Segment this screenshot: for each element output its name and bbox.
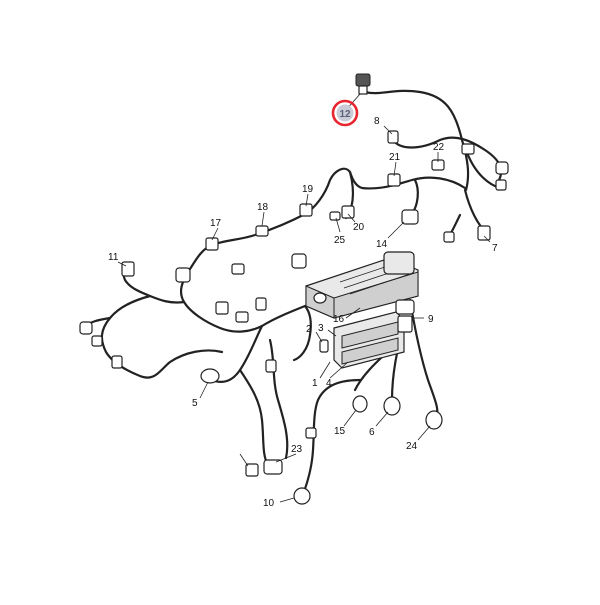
callout-21: 22 [433, 142, 445, 153]
highlight-ring [331, 99, 359, 127]
callout-2: 2 [306, 324, 312, 335]
callout-10: 10 [263, 498, 275, 509]
central-module [305, 251, 419, 319]
fuse-block [333, 299, 415, 369]
callout-17: 18 [257, 202, 269, 213]
callout-11: 11 [108, 252, 119, 263]
callout-20: 21 [389, 152, 401, 163]
callout-22: 23 [291, 444, 303, 455]
callout-18: 19 [302, 184, 314, 195]
callout-labels: 8 22 21 19 18 17 20 25 14 7 11 3 2 16 9 … [108, 116, 498, 509]
callout-15: 16 [333, 314, 345, 325]
callout-14: 15 [334, 426, 346, 437]
callout-5: 5 [192, 398, 198, 409]
harness-wires [82, 78, 503, 498]
callout-9: 9 [428, 314, 434, 325]
highlight-fill [336, 104, 354, 122]
highlighted-callout-12[interactable]: 12 [331, 99, 359, 127]
callout-16: 17 [210, 218, 222, 229]
callout-19: 20 [353, 222, 365, 233]
callout-23: 24 [406, 441, 418, 452]
callout-8: 8 [374, 116, 380, 127]
leader-lines [117, 93, 491, 503]
callout-6: 6 [369, 427, 375, 438]
callout-12: 12 [339, 109, 351, 120]
callout-3: 3 [318, 323, 324, 334]
harness-connectors [79, 73, 509, 505]
callout-7: 7 [492, 243, 498, 254]
callout-13: 14 [376, 239, 388, 250]
callout-24: 25 [334, 235, 346, 246]
callout-1: 1 [312, 378, 318, 389]
callout-4: 4 [326, 378, 332, 389]
